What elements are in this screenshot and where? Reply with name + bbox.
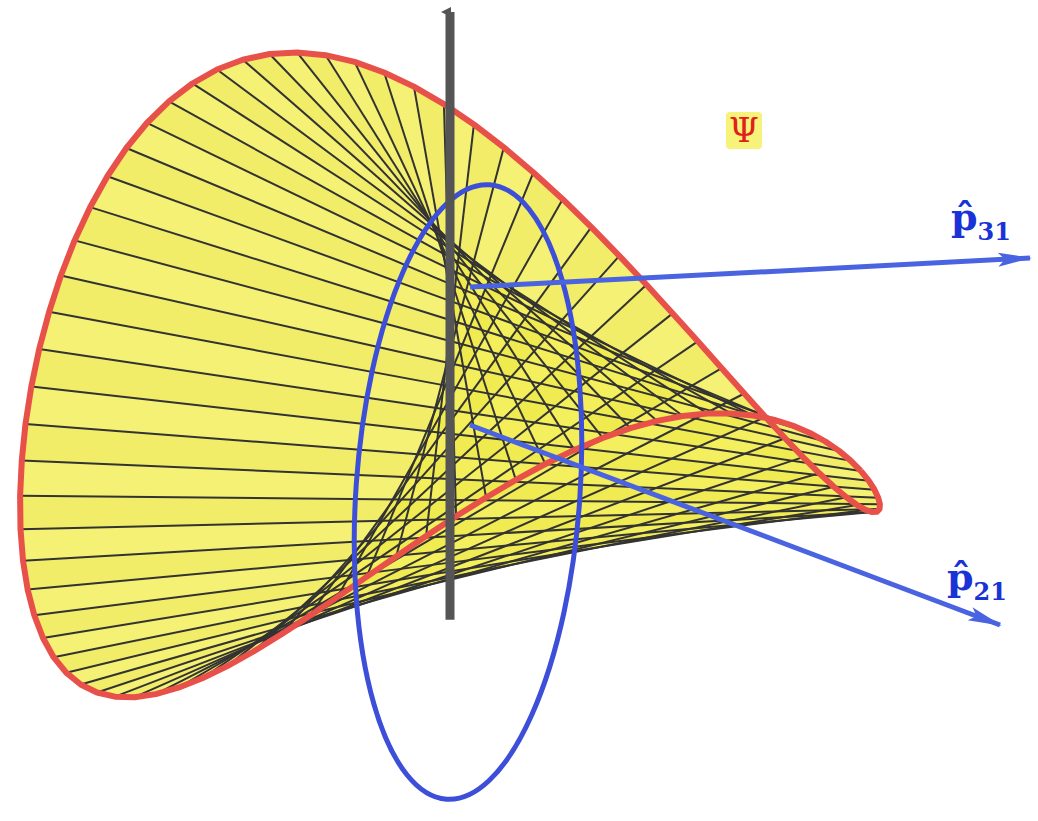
ruling-line [202, 510, 450, 678]
vector-symbol: p̂ [951, 194, 978, 239]
ruling-line [450, 241, 630, 428]
vector-arrow [470, 425, 1000, 625]
ruling-line [39, 349, 450, 410]
ruling-line [54, 577, 450, 657]
ruling-line [169, 101, 450, 257]
ruling-line [147, 123, 450, 269]
ruling-line [23, 536, 450, 560]
ruling-line [31, 387, 450, 434]
ruling-line [21, 519, 450, 529]
surface-label: Ψ [726, 112, 762, 149]
ruling-line [450, 509, 879, 519]
ruling-line [450, 147, 504, 352]
ruling-line [26, 424, 450, 457]
ruling-line [450, 243, 683, 416]
ruling-line [81, 579, 450, 685]
axis-arrow [446, 12, 455, 620]
vector-arrow [470, 258, 1030, 287]
ruling-line [450, 199, 563, 398]
ruling-line [90, 207, 450, 320]
ruling-line [20, 496, 450, 500]
ruling-line [66, 580, 450, 673]
vector-subscript: 21 [974, 577, 1007, 606]
ruling-line [450, 512, 877, 536]
vector-symbol: p̂ [947, 554, 974, 599]
vector-subscript: 31 [978, 217, 1011, 246]
ruling-line [270, 54, 450, 241]
ruling-line [450, 285, 646, 468]
vector-label: p̂31 [948, 196, 1014, 238]
blue-circle [335, 177, 601, 807]
vector-label: p̂21 [944, 556, 1010, 598]
ruling-line [22, 460, 450, 479]
ruling-line [178, 528, 450, 688]
